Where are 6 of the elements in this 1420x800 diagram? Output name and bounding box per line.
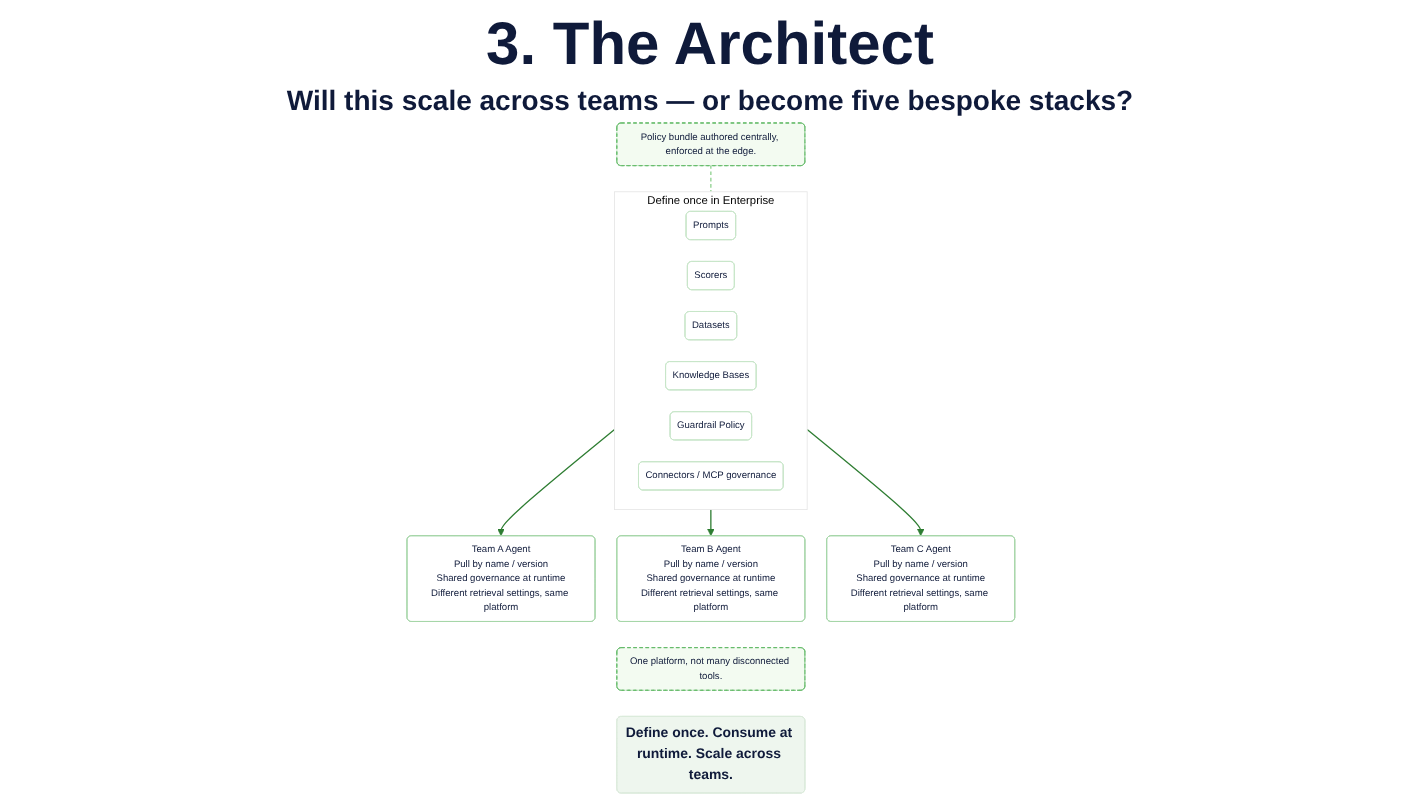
- arrow: [496, 428, 615, 537]
- arrow: [805, 428, 924, 537]
- subtitle: Will this scale across teams — or become five bespoke stacks?: [286, 84, 1134, 116]
- connector: [709, 165, 711, 193]
- title: 3. The Architect: [486, 12, 934, 80]
- arrow: [706, 508, 714, 537]
